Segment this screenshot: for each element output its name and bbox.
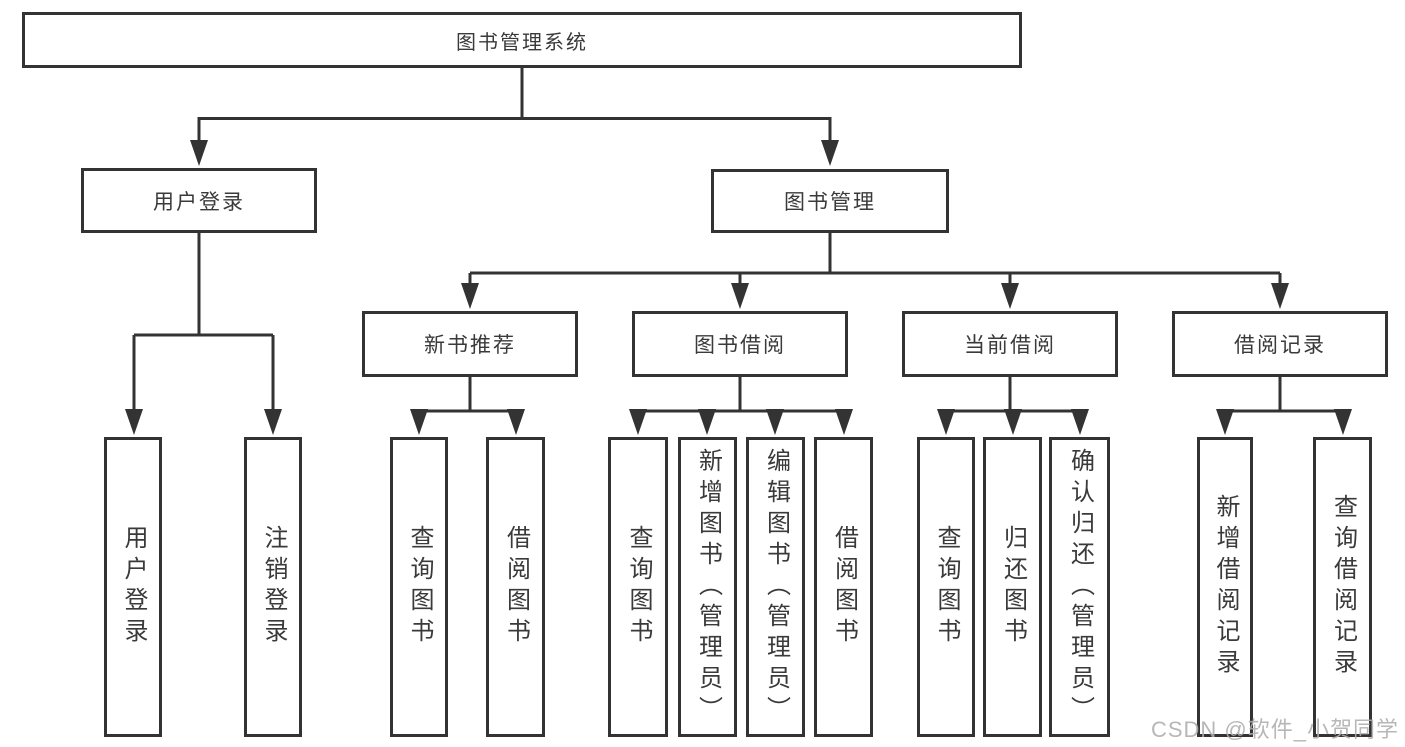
- node-label: 新增图书（管理员）: [694, 447, 722, 727]
- node-label: 新书推荐: [424, 334, 516, 357]
- leaf-return-books: 归还图书: [983, 437, 1042, 737]
- leaf-borrow-books: 借阅图书: [814, 437, 873, 737]
- node-library-management-system: 图书管理系统: [22, 12, 1022, 68]
- node-label: 用户登录: [120, 525, 147, 649]
- node-label: 新增借阅记录: [1212, 494, 1239, 680]
- leaf-query-borrow-record: 查询借阅记录: [1313, 437, 1372, 737]
- node-label: 确认归还（管理员）: [1066, 447, 1094, 727]
- node-label: 当前借阅: [964, 334, 1056, 357]
- node-label: 查询借阅记录: [1329, 494, 1357, 680]
- node-new-book-recommendation: 新书推荐: [362, 311, 578, 377]
- node-label: 借阅图书: [830, 525, 858, 649]
- node-borrowing-records: 借阅记录: [1172, 311, 1388, 377]
- node-label: 借阅记录: [1234, 334, 1326, 357]
- node-book-management: 图书管理: [711, 169, 949, 233]
- node-label: 归还图书: [999, 525, 1027, 649]
- node-user-login: 用户登录: [81, 168, 317, 233]
- leaf-add-borrow-record: 新增借阅记录: [1197, 437, 1253, 737]
- node-book-borrowing: 图书借阅: [632, 311, 848, 377]
- leaf-confirm-return-admin: 确认归还（管理员）: [1049, 437, 1110, 737]
- node-label: 图书管理: [784, 191, 876, 214]
- node-label: 注销登录: [260, 525, 287, 649]
- node-label: 查询图书: [406, 525, 433, 649]
- node-label: 借阅图书: [502, 525, 530, 649]
- leaf-logout: 注销登录: [244, 437, 302, 737]
- leaf-query-books-borrow: 查询图书: [608, 437, 668, 737]
- leaf-user-login: 用户登录: [104, 437, 162, 737]
- leaf-edit-books-admin: 编辑图书（管理员）: [746, 437, 805, 737]
- arrow-heads: [125, 140, 1352, 435]
- node-label: 图书管理系统: [456, 31, 588, 54]
- node-label: 查询图书: [625, 525, 652, 649]
- node-label: 查询图书: [933, 525, 960, 649]
- node-label: 图书借阅: [694, 334, 786, 357]
- node-label: 用户登录: [153, 190, 245, 214]
- node-label: 编辑图书（管理员）: [762, 447, 790, 727]
- csdn-watermark: CSDN @软件_小贺同学: [1150, 717, 1399, 742]
- leaf-borrow-books-recommend: 借阅图书: [486, 437, 545, 737]
- leaf-query-books-current: 查询图书: [917, 437, 975, 737]
- node-current-borrowing: 当前借阅: [902, 311, 1118, 377]
- leaf-query-books-recommend: 查询图书: [390, 437, 448, 737]
- leaf-add-books-admin: 新增图书（管理员）: [678, 437, 737, 737]
